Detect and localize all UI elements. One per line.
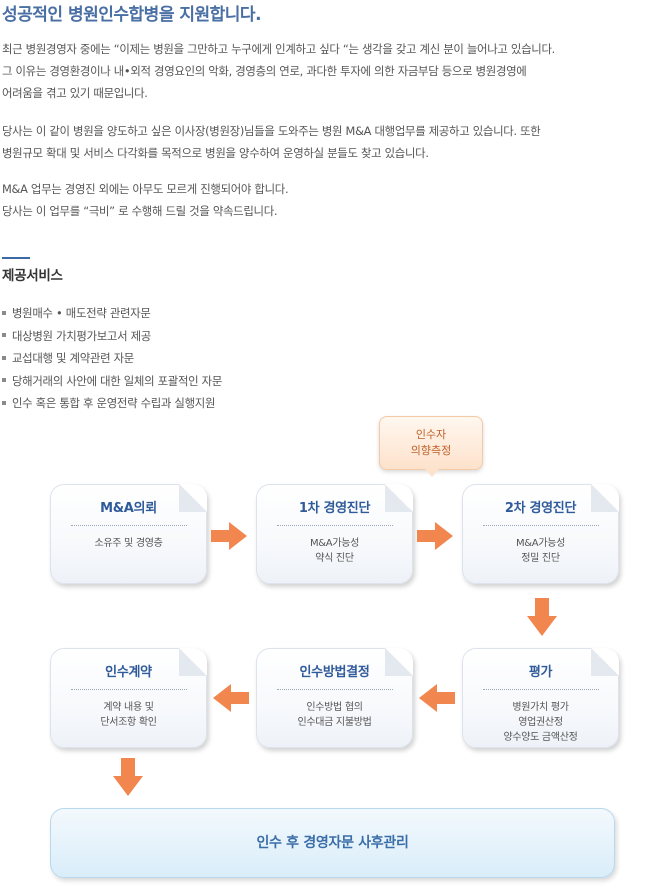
divider	[70, 525, 187, 526]
bullet-icon	[2, 333, 6, 337]
services-list-item: 인수 혹은 통합 후 운영전략 수립과 실행지원	[2, 392, 222, 415]
step-title: 인수계약	[105, 665, 152, 680]
intro-line: M&A 업무는 경영진 외에는 아무도 모르게 진행되어야 합니다.	[2, 182, 289, 196]
intro-line: 병원규모 확대 및 서비스 다각화를 목적으로 병원을 양수하여 운영하실 분들…	[2, 146, 429, 160]
arrow-down-icon	[113, 758, 143, 796]
callout-pointer-icon	[425, 469, 439, 477]
intro-line: 당사는 이 같이 병원을 양도하고 싶은 이사장(병원장)님들을 도와주는 병원…	[2, 124, 541, 138]
services-list-item: 당해거래의 사안에 대한 일체의 포괄적인 자문	[2, 370, 222, 393]
intro-line: 당사는 이 업무를 “극비” 로 수행해 드릴 것을 약속드립니다.	[2, 204, 278, 218]
divider	[482, 689, 599, 690]
step-title: M&A의뢰	[100, 501, 157, 516]
services-heading: 제공서비스	[2, 268, 63, 284]
arrow-left-icon	[419, 684, 455, 712]
arrow-right-icon	[211, 522, 247, 550]
divider	[482, 525, 599, 526]
intro-paragraph-2: 당사는 이 같이 병원을 양도하고 싶은 이사장(병원장)님들을 도와주는 병원…	[2, 120, 664, 164]
page-title: 성공적인 병원인수합병을 지원합니다.	[2, 5, 262, 25]
services-list-item: 병원매수 • 매도전략 관련자문	[2, 302, 222, 325]
intro-line: 그 이유는 경영환경이나 내•외적 경영요인의 악화, 경영층의 연로, 과다한…	[2, 64, 527, 78]
intro-paragraph-3: M&A 업무는 경영진 외에는 아무도 모르게 진행되어야 합니다. 당사는 이…	[2, 178, 664, 222]
services-list-item: 대상병원 가치평가보고서 제공	[2, 325, 222, 348]
buyer-intent-callout: 인수자 의향측정	[379, 416, 483, 470]
divider	[70, 689, 187, 690]
services-list-item: 교섭대행 및 계약관련 자문	[2, 347, 222, 370]
arrow-down-icon	[527, 598, 557, 636]
step-title: 1차 경영진단	[298, 501, 371, 516]
step-desc: 소유주 및 경영층	[94, 538, 163, 549]
divider	[276, 689, 393, 690]
intro-line: 어려움을 겪고 있기 때문입니다.	[2, 86, 148, 100]
step-ma-request: M&A의뢰 소유주 및 경영층	[50, 484, 207, 584]
post-acquisition-management: 인수 후 경영자문 사후관리	[50, 808, 615, 878]
intro-line: 최근 병원경영자 중에는 “이제는 병원을 그만하고 누구에게 인계하고 싶다 …	[2, 42, 555, 56]
bullet-icon	[2, 400, 6, 405]
intro-paragraph-1: 최근 병원경영자 중에는 “이제는 병원을 그만하고 누구에게 인계하고 싶다 …	[2, 38, 664, 104]
step-title: 평가	[528, 665, 553, 680]
bullet-icon	[2, 378, 6, 382]
divider	[276, 525, 393, 526]
bullet-icon	[2, 355, 6, 360]
arrow-left-icon	[213, 684, 249, 712]
step-title: 인수방법결정	[299, 665, 370, 680]
services-list: 병원매수 • 매도전략 관련자문 대상병원 가치평가보고서 제공 교섭대행 및 …	[2, 302, 222, 415]
step-title: 2차 경영진단	[504, 501, 577, 516]
section-accent-bar	[2, 257, 30, 259]
arrow-right-icon	[417, 522, 453, 550]
bullet-icon	[2, 310, 6, 315]
